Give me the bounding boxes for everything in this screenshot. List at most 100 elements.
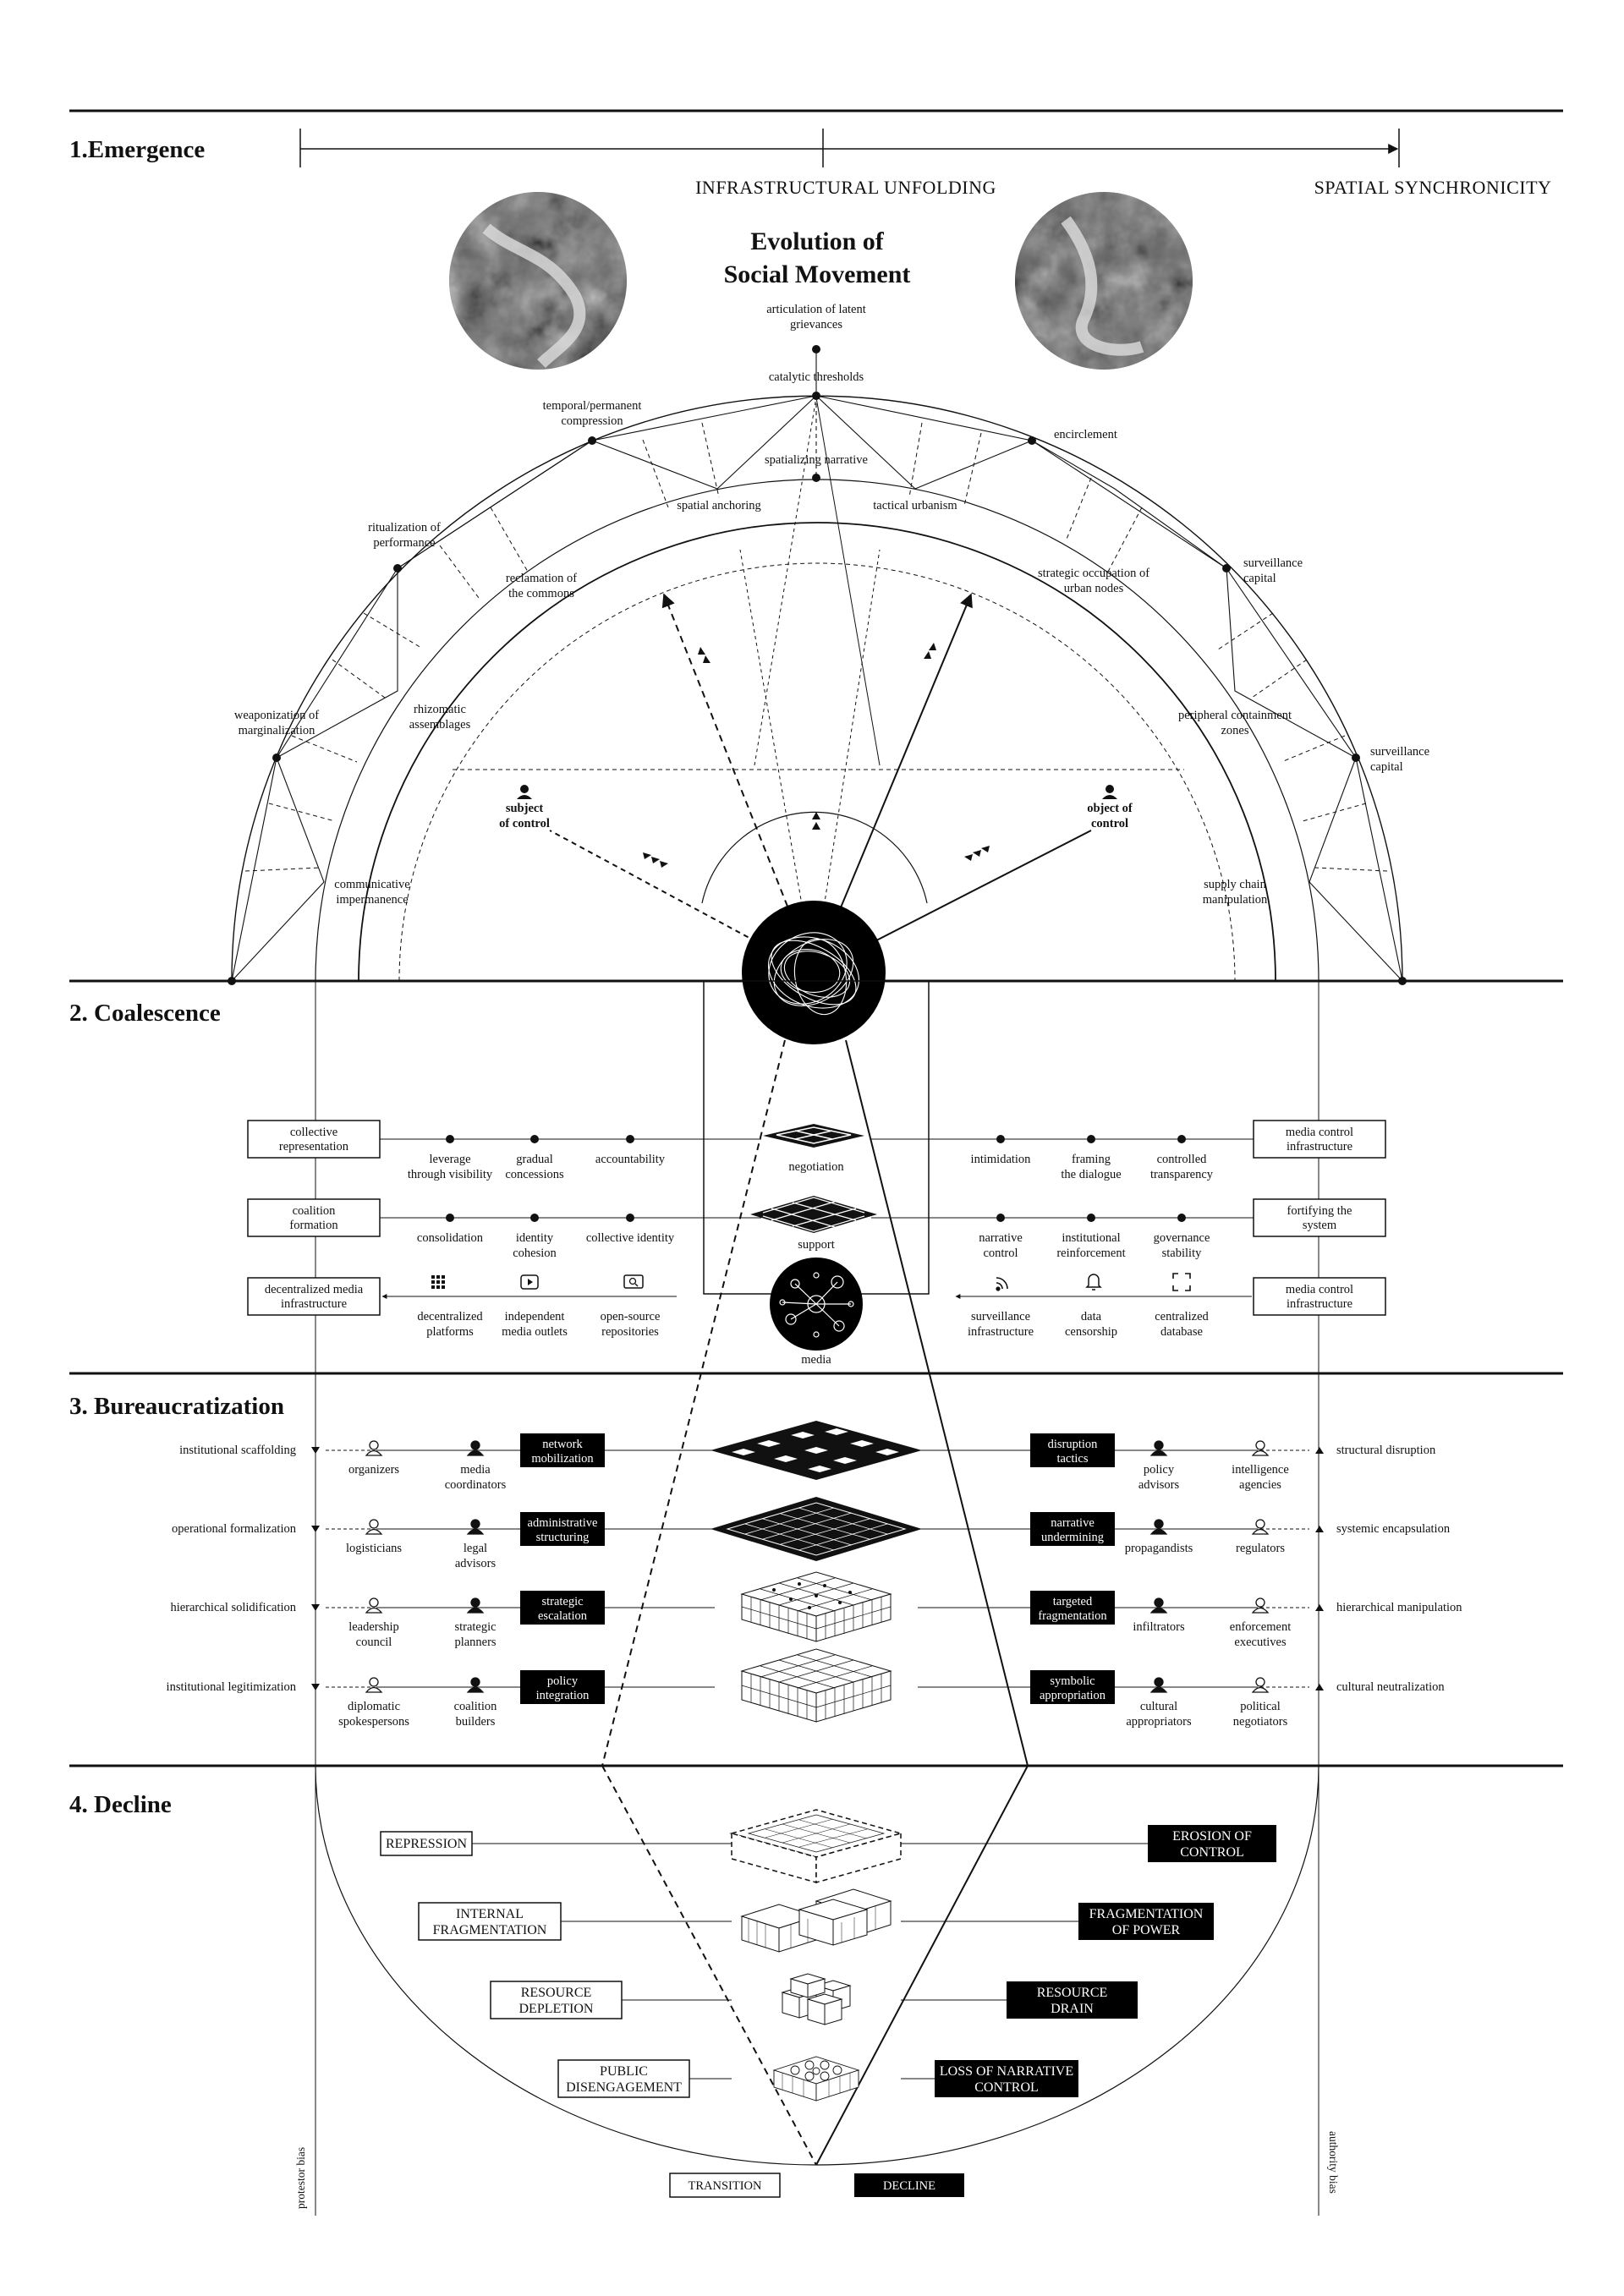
- left-stage-box: [247, 1277, 381, 1316]
- authority-phase-label: capital: [1243, 572, 1276, 585]
- apex-label: catalytic thresholds: [769, 370, 864, 384]
- protester-role-label: spokespersons: [338, 1715, 409, 1729]
- decline-box-label: CONTROL: [974, 2080, 1039, 2095]
- authority-tactic-label: data: [1081, 1310, 1102, 1323]
- authority-role-label: political: [1240, 1700, 1281, 1713]
- apex-label: articulation of latent: [766, 303, 866, 316]
- protester-phase-label: impermanence: [336, 893, 408, 907]
- person-outline-icon: [1251, 1597, 1270, 1614]
- stage-node-dot: [530, 1214, 539, 1222]
- object-of-control-icon: [1102, 785, 1117, 799]
- protester-action-label: policy: [547, 1674, 579, 1688]
- central-arrows: [549, 397, 1092, 973]
- stage-node-dot: [530, 1135, 539, 1143]
- protester-structure-label: operational formalization: [172, 1522, 297, 1536]
- up-marker-icon: [1315, 1604, 1324, 1611]
- authority-role-label: agencies: [1239, 1478, 1281, 1492]
- transition-box: [557, 2059, 690, 2098]
- authority-tactic-label: governance: [1154, 1231, 1210, 1245]
- dashed-block-3d: [729, 1809, 903, 1883]
- person-outline-icon: [365, 1519, 383, 1535]
- legend-decline-label: DECLINE: [883, 2179, 935, 2193]
- section-title-decline: 4. Decline: [69, 1791, 172, 1818]
- protester-tactic-label: cohesion: [513, 1247, 557, 1260]
- person-outline-icon: [1251, 1440, 1270, 1456]
- decline-box: [1148, 1825, 1276, 1862]
- stage-node-dot: [1087, 1214, 1095, 1222]
- section-dividers: [69, 109, 1563, 1767]
- decline-box-label: LOSS OF NARRATIVE: [940, 2064, 1073, 2079]
- bell-icon: [1085, 1274, 1102, 1290]
- protester-action-label: structuring: [536, 1531, 590, 1544]
- emergence-labels: articulation of latent grievances catalyti…: [234, 303, 1429, 907]
- protester-action-label: network: [542, 1438, 583, 1451]
- transition-box-label: DEPLETION: [519, 2002, 594, 2016]
- apex-label: grievances: [790, 318, 842, 332]
- timeline-label-infrastructural: INFRASTRUCTURAL UNFOLDING: [695, 177, 996, 198]
- protester-phase-label: temporal/permanent: [543, 399, 642, 413]
- stage-node-dot: [446, 1135, 454, 1143]
- block-solid-3d: [740, 1648, 892, 1723]
- section-title-bureaucratization: 3. Bureaucratization: [69, 1393, 284, 1420]
- protester-tactic-label: decentralized: [417, 1310, 483, 1323]
- transition-box-label: FRAGMENTATION: [433, 1923, 547, 1937]
- authority-phase-label: manipulation: [1203, 893, 1268, 907]
- protester-structure-label: institutional legitimization: [167, 1680, 297, 1694]
- protester-structure-label: institutional scaffolding: [179, 1444, 296, 1457]
- object-of-control-label: control: [1091, 817, 1128, 830]
- protester-role-label: media: [460, 1463, 491, 1477]
- person-filled-icon: [466, 1677, 485, 1693]
- subject-of-control-label: subject: [506, 802, 543, 815]
- authority-action-box: [1030, 1670, 1115, 1704]
- left-stage-box-label: infrastructure: [281, 1297, 347, 1311]
- right-stage-box: [1253, 1277, 1386, 1316]
- person-filled-icon: [466, 1597, 485, 1614]
- play-video-icon: [520, 1274, 539, 1290]
- protester-role-label: coordinators: [445, 1478, 507, 1492]
- left-stage-box-label: representation: [279, 1140, 349, 1153]
- left-stage-box: [247, 1198, 381, 1237]
- protester-action-label: escalation: [538, 1609, 588, 1623]
- protester-action-label: administrative: [528, 1516, 598, 1530]
- grid-app-icon: [431, 1275, 445, 1289]
- protester-role-label: strategic: [454, 1620, 496, 1634]
- legend: TRANSITION DECLINE: [669, 2173, 964, 2198]
- stage-node-dot: [626, 1135, 634, 1143]
- timeline: INFRASTRUCTURAL UNFOLDING SPATIAL SYNCHR…: [299, 129, 1551, 198]
- protester-phase-label: performance: [373, 536, 435, 550]
- protester-tactic-label: repositories: [601, 1325, 659, 1339]
- person-filled-icon: [1149, 1597, 1168, 1614]
- authority-action-box: [1030, 1512, 1115, 1546]
- decline-box-label: FRAGMENTATION: [1089, 1907, 1204, 1921]
- protester-tactic-label: platforms: [426, 1325, 474, 1339]
- stage-node-dot: [996, 1214, 1005, 1222]
- authority-role-label: regulators: [1236, 1542, 1285, 1555]
- authority-action-label: disruption: [1048, 1438, 1099, 1451]
- stage-node-dot: [626, 1214, 634, 1222]
- center-stage-label: support: [798, 1238, 835, 1252]
- protester-role-label: advisors: [455, 1557, 497, 1570]
- axis-label-protester: protestor bias: [294, 2147, 307, 2209]
- protester-role-label: leadership: [348, 1620, 399, 1634]
- authority-phase-label: strategic occupation of: [1038, 567, 1149, 580]
- authority-action-label: fragmentation: [1038, 1609, 1107, 1623]
- person-filled-icon: [1149, 1440, 1168, 1456]
- authority-role-label: policy: [1144, 1463, 1175, 1477]
- subject-of-control-label: of control: [499, 817, 550, 830]
- protester-tactic-label: identity: [516, 1231, 554, 1245]
- transition-box-label: DISENGAGEMENT: [566, 2080, 682, 2095]
- section-title-emergence: 1.Emergence: [69, 136, 205, 163]
- authority-phase-label: supply chain: [1204, 878, 1266, 891]
- authority-tactic-label: database: [1160, 1325, 1203, 1339]
- apex-label: spatializing narrative: [765, 453, 868, 467]
- right-stage-box: [1253, 1120, 1386, 1159]
